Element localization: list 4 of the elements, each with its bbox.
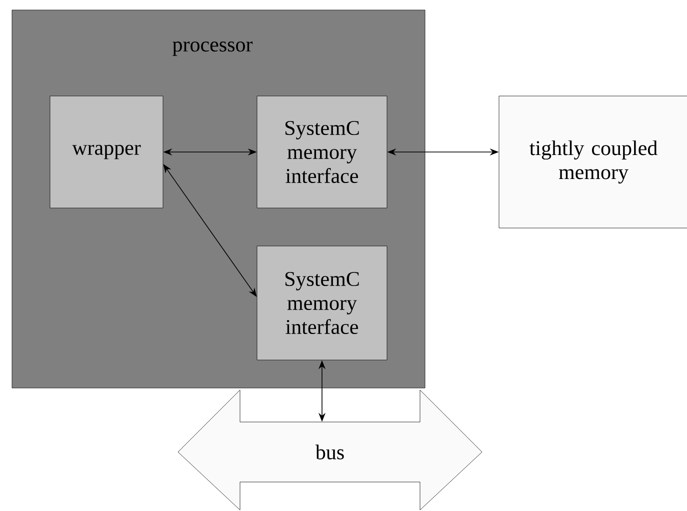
component-box: SystemC memory interface [256,246,388,360]
component-box: wrapper [50,96,164,208]
component-box: tightly coupled memory [498,96,687,228]
component-box: SystemC memory interface [256,96,388,208]
